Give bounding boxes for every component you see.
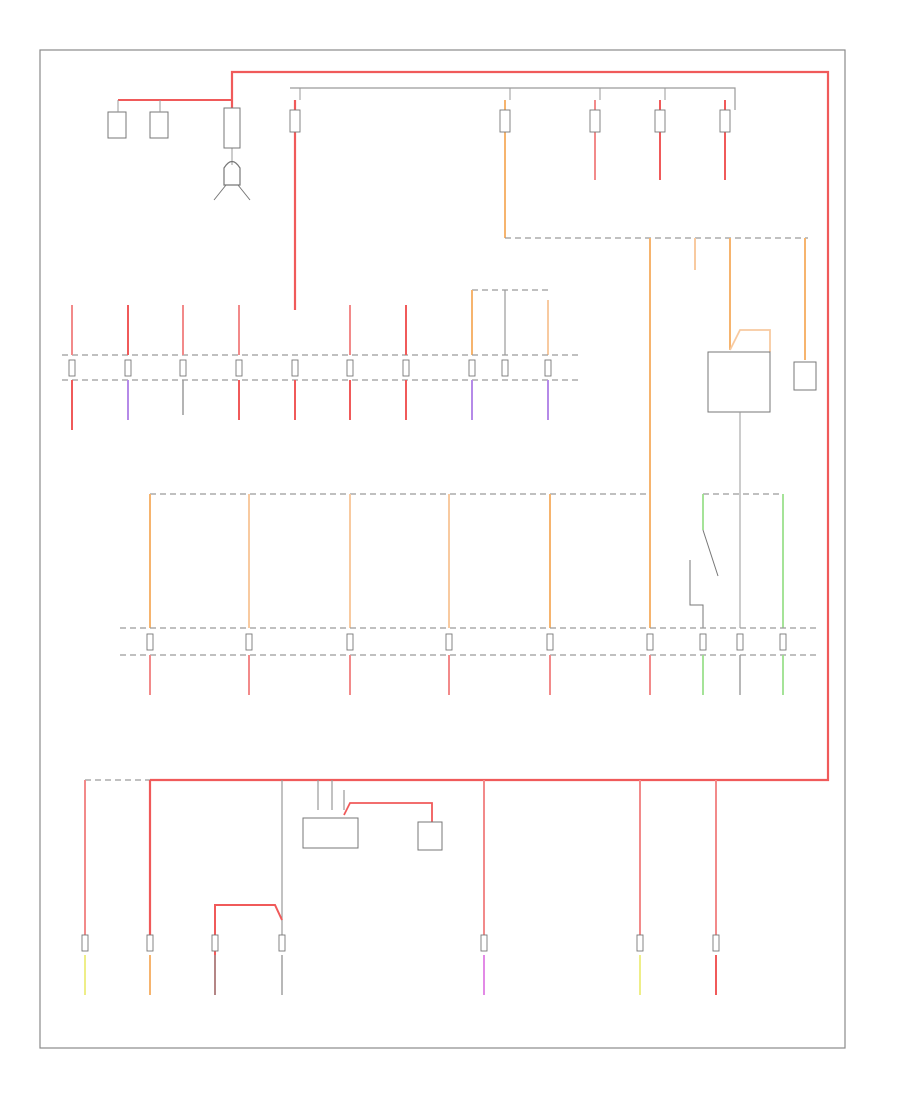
- junction-505: [471, 289, 550, 355]
- bottom-relays: [302, 780, 443, 851]
- battery-area: [107, 100, 251, 201]
- diagram-frame: [39, 49, 846, 1049]
- ignition-relay-box: [707, 351, 771, 413]
- bottom-fuses: [81, 934, 720, 995]
- main-battery-feed: [118, 70, 830, 782]
- fusible-box-right: [793, 361, 817, 391]
- row1-fuses: [68, 305, 552, 430]
- generator-box: [107, 111, 127, 139]
- row2-fuses: [146, 633, 787, 695]
- switch-area-right: [689, 493, 784, 628]
- mid-bus-238: [505, 237, 817, 628]
- top-fusible-links: [289, 88, 731, 310]
- starter-box: [149, 111, 169, 139]
- battery-symbol: [223, 107, 241, 149]
- bottom-bus: [84, 779, 717, 995]
- fuse-block-row-1: [62, 354, 582, 381]
- bus-494: [149, 493, 650, 628]
- fuse-block-row-2: [120, 627, 820, 656]
- relay-a-box: [302, 817, 359, 849]
- relay-b-box: [417, 821, 443, 851]
